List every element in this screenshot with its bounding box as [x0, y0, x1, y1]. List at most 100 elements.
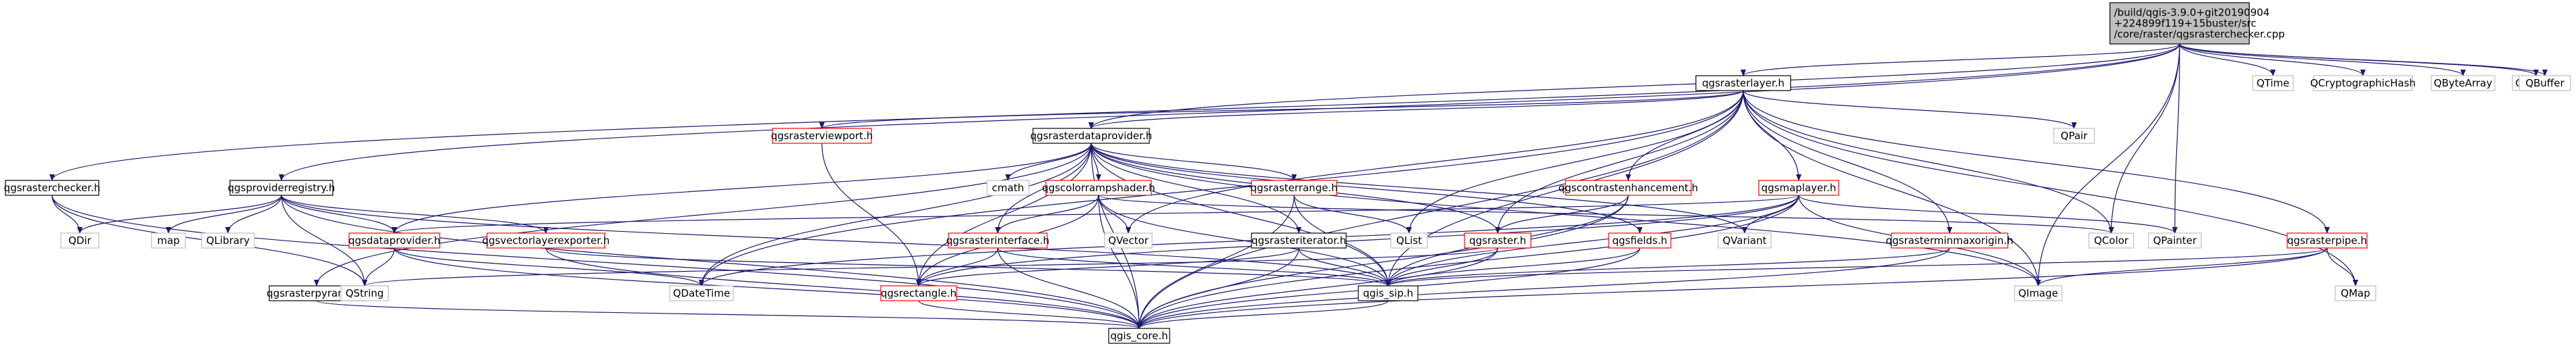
node-qvariant[interactable]: QVariant — [1718, 232, 1772, 249]
node-box — [772, 128, 872, 144]
edge-root-to-qimage — [2036, 43, 2180, 287]
edge-qgsdataprovider-to-qdatetime — [394, 247, 704, 287]
node-qgsrasterviewport[interactable]: qgsrasterviewport.h — [771, 128, 873, 144]
node-label: QList — [1396, 234, 1422, 247]
edge-qgsrasterpipe-to-qgis_core — [1136, 247, 2328, 329]
node-qgis-sip[interactable]: qgis_sip.h — [1358, 285, 1419, 301]
node-qgsrasterminmaxorigin[interactable]: qgsrasterminmaxorigin.h — [1886, 232, 2014, 249]
node-box — [1891, 232, 2008, 249]
node-qpair[interactable]: QPair — [2053, 128, 2095, 144]
node-qbuffer[interactable]: QBuffer — [2518, 75, 2571, 91]
node-qstring[interactable]: QString — [340, 285, 389, 301]
node-qmap[interactable]: QMap — [2334, 285, 2376, 301]
node-qlist[interactable]: QList — [1390, 232, 1428, 249]
node-label: QMap — [2341, 287, 2370, 299]
node-qgsmaplayer[interactable]: qgsmaplayer.h — [1758, 180, 1839, 196]
node-label: QImage — [2019, 287, 2058, 299]
node-qgis-core[interactable]: qgis_core.h — [1108, 328, 1170, 344]
node-qgsrasterlayer[interactable]: qgsrasterlayer.h — [1695, 75, 1791, 91]
node-box — [2313, 75, 2413, 91]
node-qcryptographichash[interactable]: QCryptographicHash — [2310, 75, 2416, 91]
edge-qgsrasterlayer-to-qgsrasterpipe — [1743, 90, 2330, 234]
edge-qgsrasteriterator-to-qgis_sip — [1298, 247, 1391, 287]
node-qgsproviderregistry[interactable]: qgsproviderregistry.h — [228, 180, 336, 196]
node-map[interactable]: map — [151, 232, 186, 249]
node-qgsrasteriterator[interactable]: qgsrasteriterator.h — [1251, 232, 1347, 249]
edge-qgsrasterdataprovider-to-qgis_sip — [1090, 143, 1391, 287]
node-box — [2088, 232, 2134, 249]
node-box — [486, 232, 605, 249]
node-box — [1464, 232, 1532, 249]
node-qgsrasterdataprovider[interactable]: qgsrasterdataprovider.h — [1030, 128, 1152, 144]
node-qimage[interactable]: QImage — [2014, 285, 2063, 301]
node-label: /core/raster/qgsrasterchecker.cpp — [2114, 28, 2285, 41]
edge-qgsrasterpipe-to-qgis_sip — [1385, 247, 2328, 287]
edge-qgsvectorlayerexporter-to-qgis_core — [545, 247, 1142, 329]
edge-root-to-qbuffer — [2179, 43, 2548, 76]
node-box — [5, 180, 99, 196]
edge-qgsrectangle-to-qgis_core — [918, 300, 1142, 329]
node-cmath[interactable]: cmath — [986, 180, 1030, 196]
edge-root-to-qpainter — [2172, 43, 2180, 234]
edge-qgsrasterdataprovider-to-cmath — [1005, 143, 1092, 181]
node-qgsrasterinterface[interactable]: qgsrasterinterface.h — [946, 232, 1049, 249]
edge-qgsrasterdataprovider-to-qgsrasterrange — [1090, 143, 1297, 181]
node-label: qgsraster.h — [1469, 234, 1526, 247]
edge-qgsrasterinterface-to-qgis_core — [997, 247, 1142, 329]
edge-qgsrasterlayer-to-qlist — [1406, 90, 1744, 234]
node-box — [151, 232, 186, 249]
node-qlibrary[interactable]: QLibrary — [201, 232, 255, 249]
node-label: QBuffer — [2525, 77, 2564, 89]
node-box — [2518, 75, 2571, 91]
edge-qgsrasterdataprovider-to-qgsrasteriterator — [1090, 143, 1302, 234]
edge-qgsrasterdataprovider-to-qimage — [1090, 143, 2041, 287]
node-qbytearray[interactable]: QByteArray — [2431, 75, 2496, 91]
edge-qgsrasterpipe-to-qimage — [2036, 247, 2328, 287]
node-qgsrasterpipe[interactable]: qgsrasterpipe.h — [2286, 232, 2368, 249]
node-qgsfields[interactable]: qgsfields.h — [1608, 232, 1672, 249]
node-qgsrasterrange[interactable]: qgsrasterrange.h — [1251, 180, 1338, 196]
edge-qgsrasterlayer-to-qgsrasterdataprovider — [1088, 90, 1744, 129]
node-box — [948, 232, 1048, 249]
node-label: map — [157, 234, 179, 247]
node-qgscontrastenhancement[interactable]: qgscontrastenhancement.h — [1559, 180, 1699, 196]
node-label: qgsrasterdataprovider.h — [1030, 130, 1152, 142]
node-label: qgsmaplayer.h — [1762, 182, 1837, 194]
node-qgsraster[interactable]: qgsraster.h — [1464, 232, 1532, 249]
node-label: QTime — [2257, 77, 2290, 89]
node-label: qgsrasteriterator.h — [1251, 234, 1346, 247]
edge-qgsrasterdataprovider-to-qgsfields — [1090, 143, 1642, 234]
edge-qgscolorrampshader-to-qgis_core — [1098, 195, 1142, 329]
edge-qgsrasterchecker-to-qgis_core — [51, 195, 1142, 329]
edge-qgsrasterminmaxorigin-to-qgis_sip — [1385, 247, 1950, 287]
node-qcolor[interactable]: QColor — [2088, 232, 2134, 249]
edge-qgsrasterlayer-to-qcolor — [1743, 90, 2114, 234]
edge-qgsrasterlayer-to-qgsraster — [1495, 90, 1744, 234]
node-qgsvectorlayerexporter[interactable]: qgsvectorlayerexporter.h — [482, 232, 610, 249]
edge-qgsrasteriterator-to-qgsrectangle — [916, 247, 1300, 287]
edge-qgsrasterchecker-to-qdir — [51, 195, 83, 234]
node-layer: /build/qgis-3.9.0+git20190904+224899f119… — [4, 2, 2571, 344]
node-qdir[interactable]: QDir — [60, 232, 99, 249]
node-box — [348, 232, 440, 249]
node-qvector[interactable]: QVector — [1104, 232, 1153, 249]
node-root[interactable]: /build/qgis-3.9.0+git20190904+224899f119… — [2109, 2, 2285, 45]
node-qtime[interactable]: QTime — [2252, 75, 2294, 91]
node-qdatetime[interactable]: QDateTime — [669, 285, 734, 301]
edge-qgscolorrampshader-to-qgsrasterinterface — [995, 195, 1099, 234]
node-qgsdataprovider[interactable]: qgsdataprovider.h — [348, 232, 440, 249]
edge-layer — [49, 43, 2548, 329]
node-box — [1045, 180, 1152, 196]
node-box — [1718, 232, 1772, 249]
node-qgsrasterchecker[interactable]: qgsrasterchecker.h — [4, 180, 101, 196]
edge-qgsrasterrange-to-qlist — [1293, 195, 1412, 234]
edge-qgscontrastenhancement-to-qgsraster — [1495, 195, 1629, 234]
node-qpainter[interactable]: QPainter — [2148, 232, 2202, 249]
node-label: qgsrasterlayer.h — [1702, 77, 1785, 89]
edge-qgsfields-to-qgis_sip — [1385, 247, 1640, 287]
node-qgsrectangle[interactable]: qgsrectangle.h — [880, 285, 957, 301]
edge-qgsrasterviewport-to-qgsrectangle — [821, 143, 921, 287]
node-qgscolorrampshader[interactable]: qgscolorrampshader.h — [1042, 180, 1155, 196]
edge-qgsproviderregistry-to-map — [166, 195, 282, 234]
